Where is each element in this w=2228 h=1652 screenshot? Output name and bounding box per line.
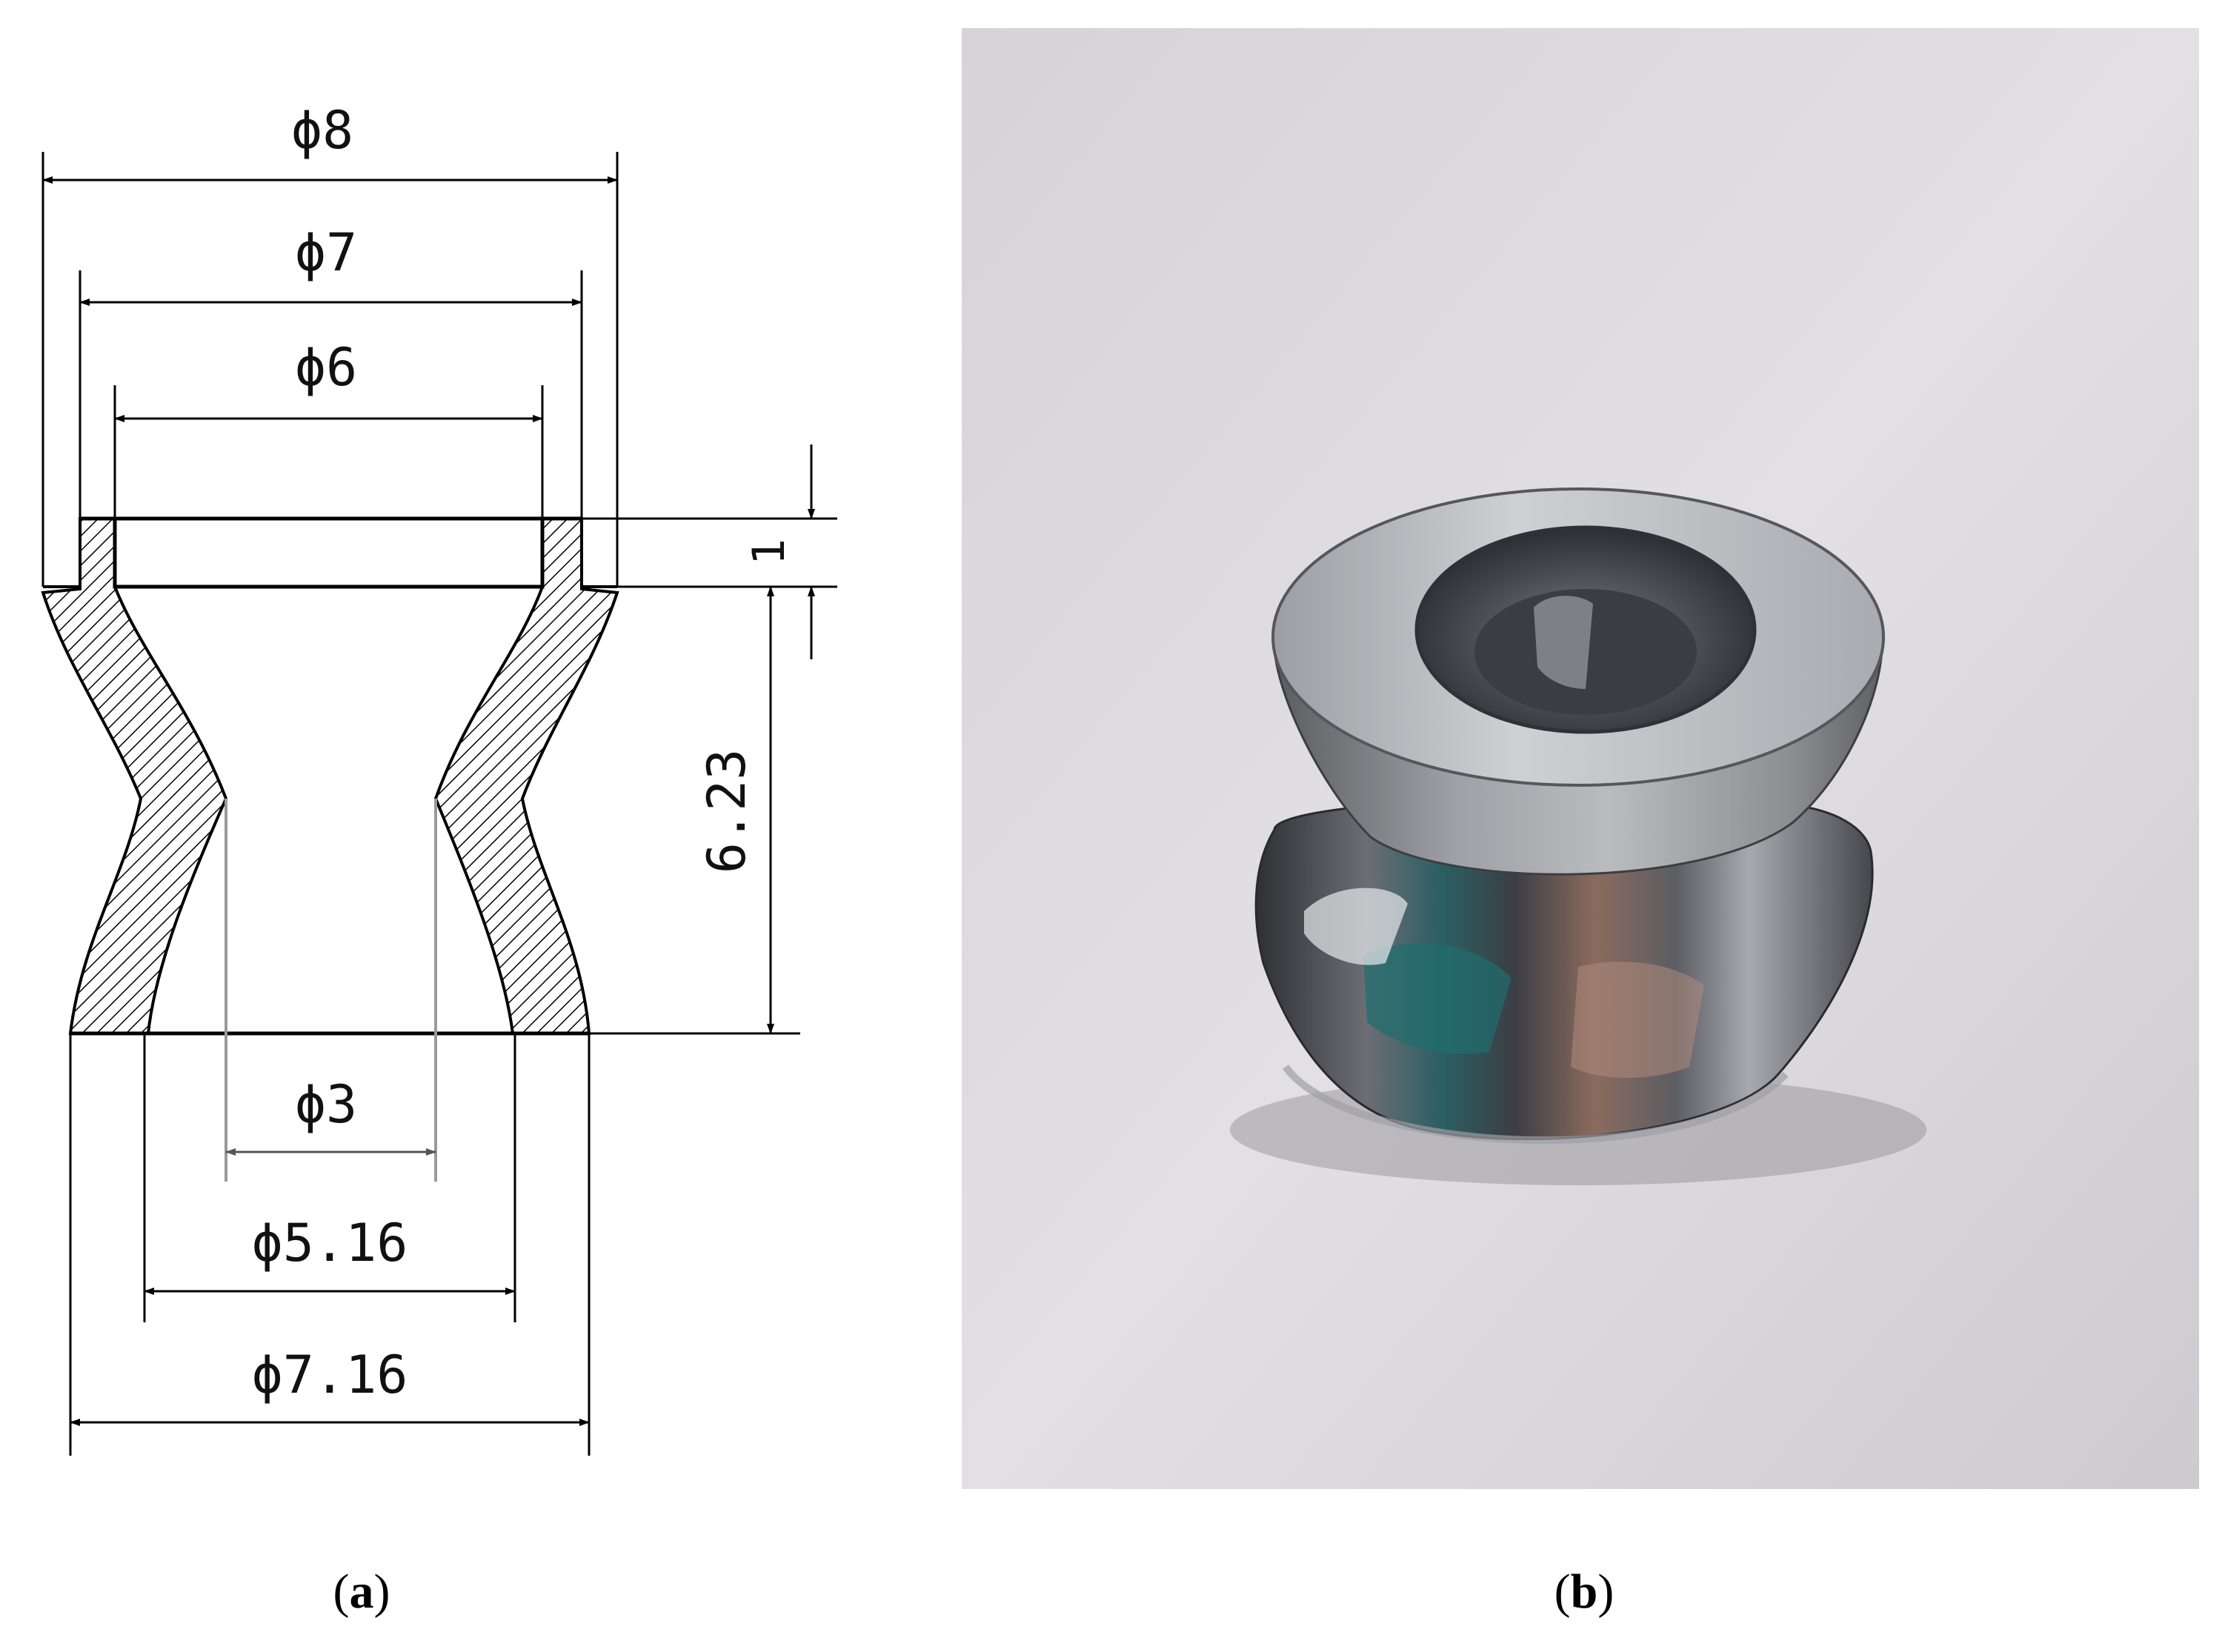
caption-a-letter: a bbox=[350, 1565, 374, 1619]
lower-rim bbox=[1282, 1065, 1789, 1145]
dim-label-phi516: ϕ5.16 bbox=[252, 1213, 408, 1273]
left-wall-section bbox=[41, 517, 228, 1035]
caption-b-close: ) bbox=[1597, 1565, 1614, 1619]
reflection-teal bbox=[1363, 943, 1512, 1054]
reflection-highlight bbox=[1304, 887, 1408, 965]
dim-label-height-623: 6.23 bbox=[696, 749, 757, 874]
dim-label-height-1: 1 bbox=[743, 539, 795, 565]
dim-label-phi8: ϕ8 bbox=[291, 100, 353, 161]
caption-a: (a) bbox=[333, 1565, 390, 1619]
caption-b: (b) bbox=[1554, 1565, 1615, 1619]
dim-label-phi6: ϕ6 bbox=[295, 337, 357, 398]
caption-b-letter: b bbox=[1571, 1565, 1598, 1619]
photograph: (b) bbox=[962, 28, 2199, 1619]
dim-label-phi3: ϕ3 bbox=[295, 1074, 357, 1135]
right-wall-section bbox=[433, 517, 619, 1035]
dim-label-phi7: ϕ7 bbox=[295, 222, 357, 283]
bore-highlight bbox=[1534, 596, 1593, 689]
reflection-warm bbox=[1571, 962, 1704, 1078]
counterbore-outline bbox=[113, 516, 545, 589]
caption-a-close: ) bbox=[374, 1565, 390, 1619]
dim-label-phi716: ϕ7.16 bbox=[252, 1345, 408, 1405]
caption-a-open: ( bbox=[333, 1565, 350, 1619]
caption-b-open: ( bbox=[1554, 1565, 1571, 1619]
technical-drawing: ϕ8 ϕ7 ϕ6 ϕ3 ϕ5.16 ϕ7.16 6.23 1 (a) bbox=[41, 100, 837, 1619]
